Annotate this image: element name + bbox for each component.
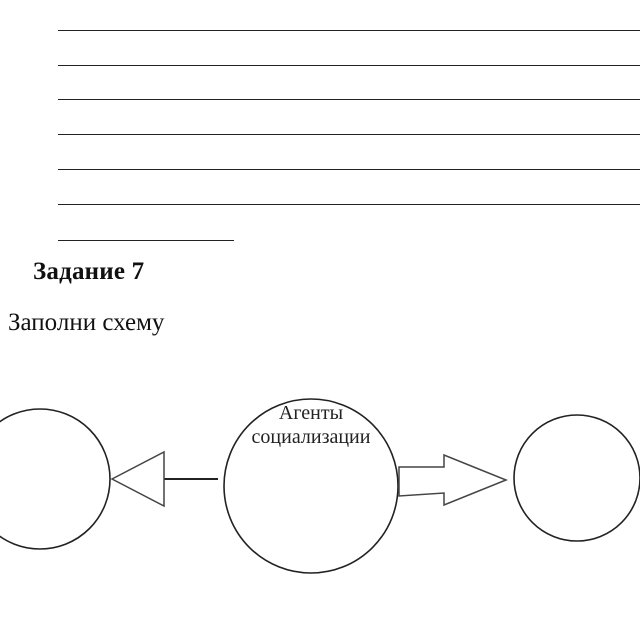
task-instruction: Заполни схему xyxy=(8,309,165,336)
answer-line-7[interactable] xyxy=(58,240,234,241)
right-block-arrow xyxy=(398,453,509,507)
answer-lines xyxy=(0,0,640,250)
left-arrow-head xyxy=(110,450,165,508)
answer-line-6[interactable] xyxy=(58,204,640,205)
center-label-line-2: социализации xyxy=(251,426,371,448)
task-title: Задание 7 xyxy=(33,258,145,285)
answer-line-1[interactable] xyxy=(58,30,640,31)
answer-line-3[interactable] xyxy=(58,99,640,100)
answer-line-4[interactable] xyxy=(58,134,640,135)
center-label-line-1: Агенты xyxy=(278,402,344,424)
left-empty-circle[interactable] xyxy=(0,408,111,550)
scheme-diagram xyxy=(0,398,640,574)
center-circle xyxy=(223,398,399,574)
right-empty-circle[interactable] xyxy=(513,414,640,542)
answer-line-2[interactable] xyxy=(58,65,640,66)
answer-line-5[interactable] xyxy=(58,169,640,170)
center-circle-label: Агенты социализации xyxy=(226,401,396,449)
